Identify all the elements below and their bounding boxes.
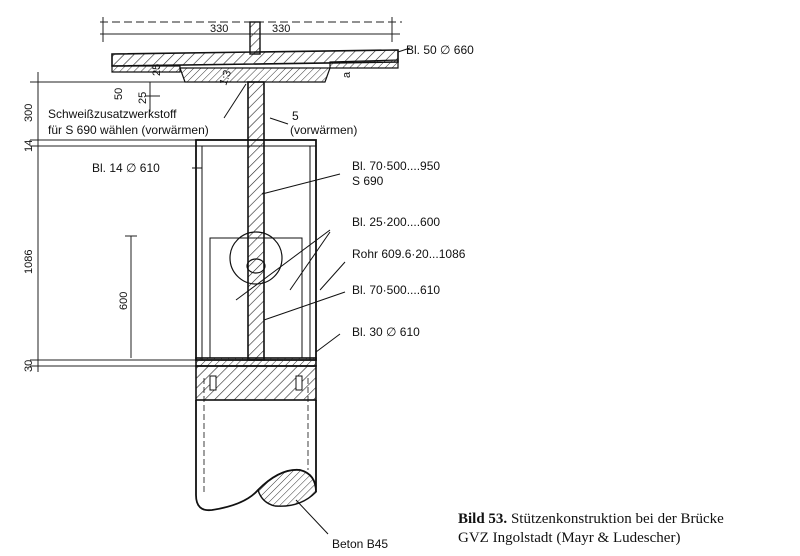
- base-plate: [195, 357, 317, 367]
- figure-caption: Bild 53. Stützenkonstruktion bei der Brü…: [458, 510, 798, 548]
- label-rib-plate: Bl. 25·200....600: [352, 215, 440, 229]
- concrete-foundation: [195, 365, 317, 512]
- label-base-plate: Bl. 30 ∅ 610: [352, 325, 420, 339]
- label-concrete: Beton B45: [332, 537, 388, 551]
- caption-line1: Stützenkonstruktion bei der Brücke: [510, 511, 724, 527]
- label-weld-material-1: Schweißzusatzwerkstoff: [48, 107, 177, 121]
- dim-angle: 1:3: [218, 69, 235, 87]
- label-web-plate-2: S 690: [352, 174, 384, 188]
- dim-1086: 1086: [23, 250, 35, 274]
- label-web-plate-1: Bl. 70·500....950: [352, 159, 440, 173]
- dim-14: 14: [23, 140, 35, 152]
- label-tube: Rohr 609.6·20...1086: [352, 247, 466, 261]
- dim-300: 300: [23, 104, 35, 122]
- dim-30: 30: [23, 360, 35, 372]
- dim-50: 50: [113, 88, 125, 100]
- leader-lines: [192, 47, 411, 535]
- top-plate: [111, 49, 399, 83]
- dim-weld-5: 5: [292, 109, 299, 123]
- dim-weld-a: a: [341, 71, 353, 78]
- dim-330-left: 330: [210, 23, 228, 35]
- label-web-plate-lower: Bl. 70·500....610: [352, 283, 440, 297]
- dim-25: 25: [137, 92, 149, 104]
- caption-line2: GVZ Ingolstadt (Mayr & Ludescher): [458, 530, 681, 546]
- label-top-plate: Bl. 50 ∅ 660: [406, 43, 474, 57]
- label-plate-14: Bl. 14 ∅ 610: [92, 161, 160, 175]
- label-preheat: (vorwärmen): [290, 123, 357, 137]
- caption-number: Bild 53.: [458, 511, 508, 527]
- dim-600: 600: [118, 292, 130, 310]
- dim-25-plate: 25: [151, 64, 163, 76]
- label-weld-material-2: für S 690 wählen (vorwärmen): [48, 123, 209, 137]
- dim-330-right: 330: [272, 23, 290, 35]
